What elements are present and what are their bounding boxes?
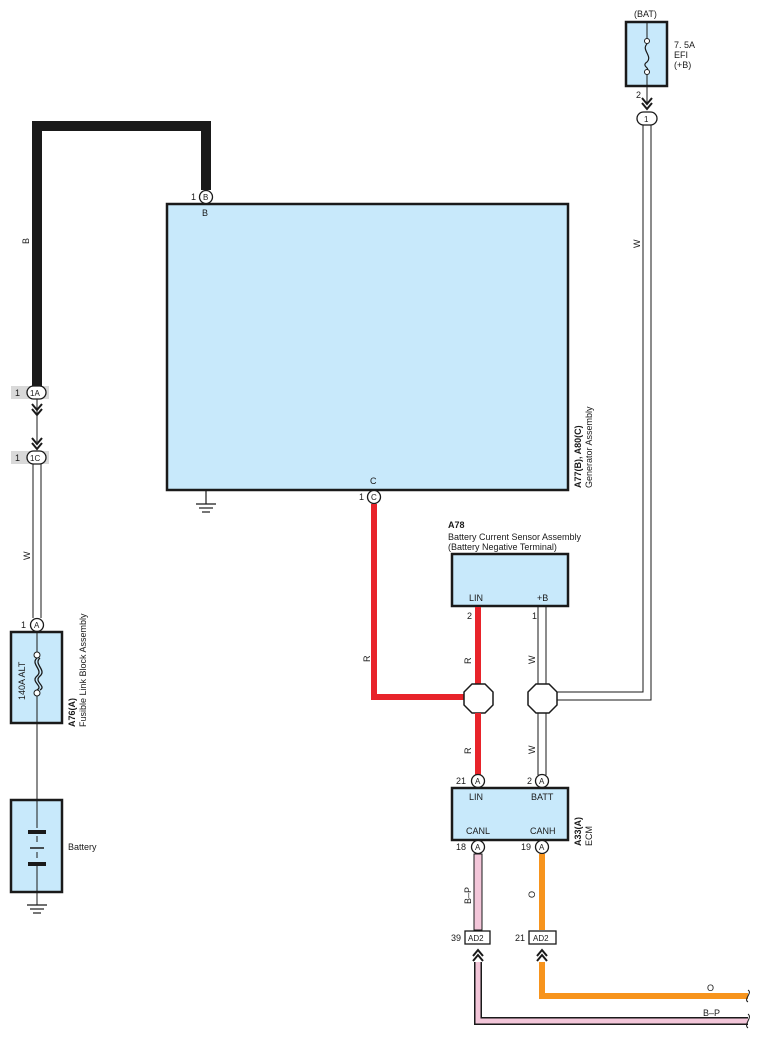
efi-circuit-label: (+B) — [674, 60, 691, 70]
junction-1a-label: 1A — [30, 389, 40, 398]
sensor-sub-label: (Battery Negative Terminal) — [448, 542, 557, 552]
junction-1c-number: 1 — [15, 453, 20, 463]
sensor-id-label: A78 — [448, 520, 465, 530]
wire-o-break-icon — [746, 989, 750, 1003]
ecm-batt-number: 2 — [527, 776, 532, 786]
generator-pin-b-number: 1 — [191, 192, 196, 202]
efi-rating-label: 7. 5A — [674, 40, 695, 50]
ecm-pin-lin-letter: A — [475, 777, 481, 786]
generator-pin-c-number: 1 — [359, 492, 364, 502]
sensor-lin-number: 2 — [467, 611, 472, 621]
ecm-box — [450, 786, 570, 842]
ecm-canl-label: CANL — [466, 826, 490, 836]
junction-1c-pill — [26, 450, 47, 465]
wire-bp-ecm-to-ad2 — [473, 853, 483, 931]
ecm-pin-batt-letter: A — [539, 777, 545, 786]
ad2-left-label: AD2 — [468, 934, 484, 943]
ad2-left-number: 39 — [451, 933, 461, 943]
generator-ground-icon — [196, 490, 216, 513]
ad2-right-number: 21 — [515, 933, 525, 943]
wire-bp-outgoing-inner — [475, 962, 748, 1024]
efi-connector-pill — [636, 111, 658, 126]
wire-bp-break-icon — [746, 1013, 750, 1029]
wire-label-r-ecm: R — [463, 747, 473, 754]
ecm-canh-number: 19 — [521, 842, 531, 852]
wire-label-w-left: W — [22, 551, 32, 560]
fusible-id-label: A76(A) — [67, 698, 77, 727]
ecm-batt-label: BATT — [531, 792, 554, 802]
ad2-left-box — [464, 930, 491, 945]
efi-name-label: EFI — [674, 50, 688, 60]
fusible-terminal-top — [33, 651, 41, 659]
ecm-name-label: ECM — [584, 826, 594, 846]
generator-assembly-box — [165, 202, 570, 492]
fusible-rating-label: 140A ALT — [17, 661, 27, 700]
sensor-b-number: 1 — [532, 611, 537, 621]
battery-cell-icon — [28, 830, 46, 866]
fusible-terminal-bottom — [33, 689, 41, 697]
junction-1a-number: 1 — [15, 388, 20, 398]
ad2-left-arrow-icon — [472, 948, 484, 962]
fusible-name-label: Fusible Link Block Assembly — [78, 613, 88, 727]
efi-arrow-icon — [641, 97, 653, 111]
junction-1c-arrow-icon — [31, 437, 43, 451]
sensor-pin-lin-label: LIN — [469, 593, 483, 603]
wire-label-bp-outgoing: B–P — [703, 1008, 720, 1018]
ecm-canl-number: 18 — [456, 842, 466, 852]
junction-octagon-right — [527, 683, 558, 714]
wire-label-o: O — [527, 891, 537, 898]
generator-pin-c-letter: C — [371, 493, 377, 502]
fusible-element-icon — [34, 657, 43, 691]
wire-label-w-efi: W — [632, 239, 642, 248]
generator-id-label: A77(B), A80(C) — [573, 425, 583, 488]
wire-o-outgoing — [539, 962, 748, 999]
generator-pin-c-circle — [366, 489, 382, 505]
ecm-id-label: A33(A) — [573, 817, 583, 846]
junction-octagon-left — [463, 683, 494, 714]
fusible-pin-a-letter: A — [34, 621, 40, 630]
sensor-pin-b-label: +B — [537, 593, 548, 603]
sensor-box — [450, 552, 570, 608]
sensor-name-label: Battery Current Sensor Assembly — [448, 532, 582, 542]
ecm-pin-canh-circle — [534, 839, 550, 855]
wire-label-w-ecm: W — [527, 745, 537, 754]
ad2-right-arrow-icon — [536, 948, 548, 962]
wire-r-generator-to-junction — [371, 504, 466, 700]
wire-label-r-sensor: R — [463, 657, 473, 664]
ecm-lin-label: LIN — [469, 792, 483, 802]
ecm-pin-canh-letter: A — [539, 843, 545, 852]
wire-w-1c-to-fusible — [32, 464, 42, 618]
wire-label-o-outgoing: O — [707, 983, 714, 993]
junction-1c-label: 1C — [30, 454, 40, 463]
wire-w-efi-to-junction — [556, 125, 652, 701]
wire-label-b: B — [21, 238, 31, 244]
efi-connector-pin: 1 — [644, 115, 649, 124]
ecm-lin-number: 21 — [456, 776, 466, 786]
bat-label: (BAT) — [634, 9, 657, 19]
generator-pin-c-inner-label: C — [370, 476, 377, 486]
wire-w-sensor-b — [537, 607, 547, 684]
efi-fuse-element-icon — [644, 43, 650, 71]
generator-pin-b-inner-label: B — [202, 208, 208, 218]
generator-pin-b-letter: B — [203, 193, 208, 202]
ad2-right-label: AD2 — [533, 934, 549, 943]
wire-b-battery-main — [32, 121, 211, 388]
wire-label-bp: B–P — [463, 887, 473, 904]
wire-label-r-main: R — [362, 655, 372, 662]
generator-name-label: Generator Assembly — [584, 406, 594, 488]
efi-terminal-bottom — [644, 69, 650, 75]
battery-name-label: Battery — [68, 842, 97, 852]
wire-label-w-sensor: W — [527, 655, 537, 664]
ecm-pin-canl-letter: A — [475, 843, 481, 852]
wire-w-junction-to-ecm — [537, 713, 547, 775]
fusible-pin-number: 1 — [21, 620, 26, 630]
generator-pin-b-circle — [198, 189, 214, 205]
ecm-canh-label: CANH — [530, 826, 556, 836]
battery-ground-icon — [27, 904, 47, 914]
ad2-right-box — [528, 930, 557, 945]
efi-pin-top-number: 2 — [636, 90, 641, 100]
efi-terminal-top — [644, 38, 650, 44]
